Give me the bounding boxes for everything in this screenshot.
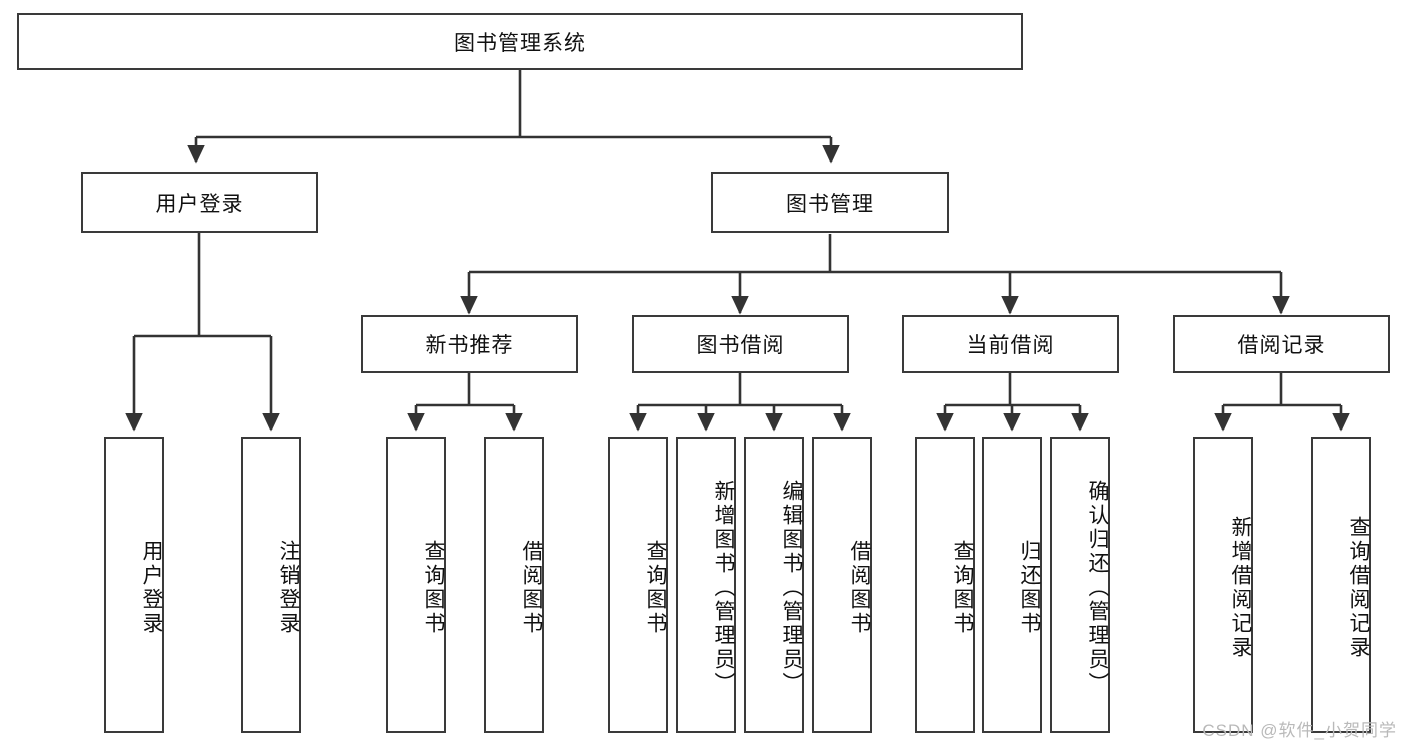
node-label: 图书管理系统 <box>454 31 586 55</box>
node-label: 新书推荐 <box>425 334 514 357</box>
node-label: 确认归还（管理员） <box>1086 480 1109 696</box>
node-label: 查询图书 <box>951 540 974 636</box>
leaf-borrow-query-book[interactable]: 查询图书 <box>608 437 668 733</box>
node-new-book-recommend[interactable]: 新书推荐 <box>361 315 578 373</box>
node-label: 图书借阅 <box>696 334 785 357</box>
node-label: 新增借阅记录 <box>1229 516 1252 660</box>
node-root-library-system[interactable]: 图书管理系统 <box>17 13 1023 70</box>
leaf-borrow-borrow-book[interactable]: 借阅图书 <box>812 437 872 733</box>
node-user-login[interactable]: 用户登录 <box>81 172 318 233</box>
leaf-recommend-borrow-book[interactable]: 借阅图书 <box>484 437 544 733</box>
leaf-borrow-add-book-admin[interactable]: 新增图书（管理员） <box>676 437 736 733</box>
node-current-borrow[interactable]: 当前借阅 <box>902 315 1119 373</box>
node-label: 新增图书（管理员） <box>712 480 735 696</box>
node-book-borrow[interactable]: 图书借阅 <box>632 315 849 373</box>
leaf-borrow-edit-book-admin[interactable]: 编辑图书（管理员） <box>744 437 804 733</box>
node-label: 借阅图书 <box>520 540 543 636</box>
leaf-current-return-book[interactable]: 归还图书 <box>982 437 1042 733</box>
node-label: 当前借阅 <box>966 334 1055 357</box>
leaf-current-confirm-return-admin[interactable]: 确认归还（管理员） <box>1050 437 1110 733</box>
leaf-record-query-record[interactable]: 查询借阅记录 <box>1311 437 1371 733</box>
leaf-user-login-logout[interactable]: 注销登录 <box>241 437 301 733</box>
node-label: 查询图书 <box>422 540 445 636</box>
node-label: 借阅记录 <box>1237 334 1326 357</box>
node-label: 图书管理 <box>786 192 874 216</box>
node-label: 查询借阅记录 <box>1347 516 1370 660</box>
node-book-management[interactable]: 图书管理 <box>711 172 949 233</box>
node-label: 借阅图书 <box>848 540 871 636</box>
node-label: 注销登录 <box>277 540 300 636</box>
node-label: 用户登录 <box>155 192 244 216</box>
leaf-current-query-book[interactable]: 查询图书 <box>915 437 975 733</box>
node-label: 用户登录 <box>140 540 163 636</box>
leaf-record-add-record[interactable]: 新增借阅记录 <box>1193 437 1253 733</box>
node-label: 查询图书 <box>644 540 667 636</box>
leaf-recommend-query-book[interactable]: 查询图书 <box>386 437 446 733</box>
node-label: 归还图书 <box>1018 540 1041 636</box>
node-label: 编辑图书（管理员） <box>780 480 803 696</box>
leaf-user-login-login[interactable]: 用户登录 <box>104 437 164 733</box>
node-borrow-record[interactable]: 借阅记录 <box>1173 315 1390 373</box>
